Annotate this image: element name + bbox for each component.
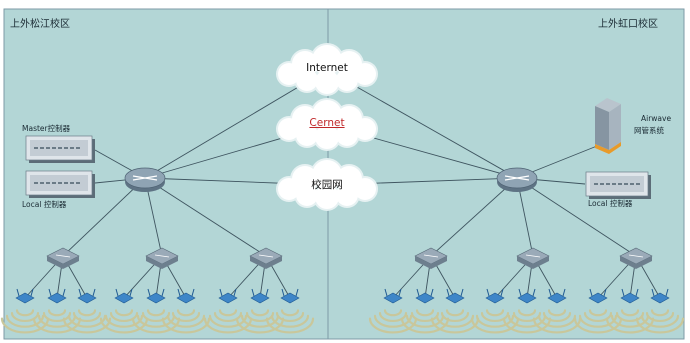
access-point-icon: [114, 288, 134, 304]
left-core-router-icon: [124, 167, 166, 192]
airwave-server-icon: [595, 98, 621, 154]
access-point-icon: [77, 288, 97, 304]
cernet-cloud-icon: [276, 98, 378, 151]
access-point-icon: [218, 288, 238, 304]
access-point-icon: [445, 288, 465, 304]
access-point-icon: [485, 288, 505, 304]
left-campus-title: 上外松江校区: [10, 19, 70, 30]
access-point-icon: [47, 288, 67, 304]
access-point-icon: [620, 288, 640, 304]
access-point-icon: [415, 288, 435, 304]
link-right-router-switch-0: [430, 177, 518, 257]
access-point-icon: [588, 288, 608, 304]
link-left-router-switch-2: [144, 177, 267, 257]
access-point-icon: [250, 288, 270, 304]
master-controller-icon: [25, 135, 95, 163]
access-point-icon: [146, 288, 166, 304]
access-point-icon: [15, 288, 35, 304]
left-switch-icon-1: [145, 247, 179, 269]
access-point-icon: [517, 288, 537, 304]
link-left-router-switch-0: [62, 177, 146, 257]
left-switch-icon-0: [46, 247, 80, 269]
wifi-signal-icon: [265, 309, 315, 334]
master-controller-label: Master控制器: [22, 124, 71, 133]
cernet-cloud-label: Cernet: [309, 117, 345, 129]
local-controller-right-label: Local 控制器: [588, 199, 633, 208]
airwave-label-line2: 网管系统: [634, 126, 664, 135]
right-switch-icon-1: [516, 247, 550, 269]
link-right-router-switch-2: [516, 177, 637, 257]
left-local-controller-icon: [25, 170, 95, 198]
internet-cloud-label: Internet: [306, 62, 348, 74]
left-switch-icon-2: [249, 247, 283, 269]
access-point-icon: [650, 288, 670, 304]
link-right-internet: [326, 69, 518, 179]
access-point-icon: [280, 288, 300, 304]
link-left-internet: [144, 69, 328, 179]
wifi-signal-icon: [62, 309, 112, 334]
wifi-signal-icon: [635, 309, 685, 334]
right-core-router-icon: [496, 167, 538, 192]
access-point-icon: [547, 288, 567, 304]
right-switch-icon-2: [619, 247, 653, 269]
airwave-label-line1: Airwave: [641, 114, 672, 123]
campus-net-cloud-label: 校园网: [311, 179, 343, 191]
campus-net-cloud-icon: [276, 158, 378, 211]
local-controller-left-label: Local 控制器: [22, 200, 67, 209]
right-switch-icon-0: [414, 247, 448, 269]
right-campus-title: 上外虹口校区: [598, 19, 658, 30]
right-local-controller-icon: [585, 171, 651, 199]
access-point-icon: [176, 288, 196, 304]
access-point-icon: [383, 288, 403, 304]
internet-cloud-icon: [276, 43, 378, 96]
